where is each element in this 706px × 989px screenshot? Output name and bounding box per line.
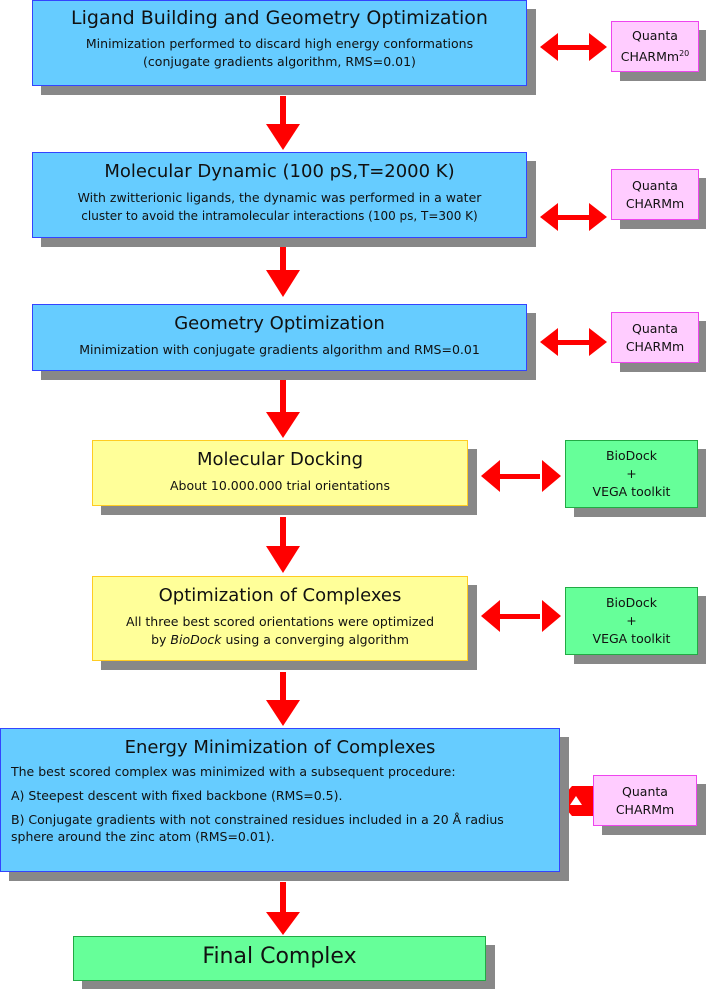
tool-name: CHARMm [625,195,685,211]
tool-name: Quanta [632,177,678,193]
tool-name: BioDock [605,448,658,463]
down-arrow-6 [266,882,300,935]
step-energy-minimization: Energy Minimization of Complexes The bes… [0,728,560,872]
double-arrow-4 [481,460,561,492]
desc-text: using a converging algorithm [221,632,409,647]
step-title: Molecular Dynamic (100 pS,T=2000 K) [104,161,455,182]
down-arrow-3 [266,380,300,438]
tool-name: BioDock [605,595,658,610]
step-ligand-building: Ligand Building and Geometry Optimizatio… [32,0,527,86]
step-molecular-docking: Molecular Docking About 10.000.000 trial… [92,440,468,506]
tool-name: VEGA toolkit [592,484,671,499]
tool-box-quanta-charmm: Quanta CHARMm [611,312,699,363]
down-arrow-2 [266,245,300,297]
tool-name-text: CHARMm [620,49,680,65]
tool-name: Quanta [632,320,678,336]
tool-plus: + [626,466,637,481]
step-desc-line: cluster to avoid the intramolecular inte… [81,209,478,223]
final-title: Final Complex [202,944,357,969]
down-arrow-4 [266,517,300,573]
step-desc-line: About 10.000.000 trial orientations [170,478,390,493]
step-desc-line: A) Steepest descent with fixed backbone … [11,788,343,803]
down-arrow-1 [266,96,300,150]
final-complex-box: Final Complex [73,936,486,981]
desc-text: by [151,632,171,647]
step-title: Energy Minimization of Complexes [124,737,436,758]
step-title: Ligand Building and Geometry Optimizatio… [71,7,488,29]
reference-superscript: 20 [679,48,690,58]
tool-name: CHARMm20 [621,45,690,66]
step-molecular-dynamic: Molecular Dynamic (100 pS,T=2000 K) With… [32,152,527,238]
tool-box-quanta-charmm: Quanta CHARMm [593,775,697,826]
tool-name: Quanta [622,783,668,799]
tool-name: VEGA toolkit [592,631,671,646]
step-title: Geometry Optimization [174,313,385,334]
step-geometry-optimization: Geometry Optimization Minimization with … [32,304,527,371]
double-arrow-3 [540,328,607,356]
step-desc-line: B) Conjugate gradients with not constrai… [11,812,504,844]
step-desc-line: The best scored complex was minimized wi… [11,764,456,779]
double-arrow-1 [540,33,607,61]
step-desc-line: (conjugate gradients algorithm, RMS=0.01… [143,54,416,69]
tool-box-biodock-vega: BioDock + VEGA toolkit [565,587,698,655]
step-desc-line: Minimization performed to discard high e… [85,36,474,51]
step-title: Optimization of Complexes [158,585,402,606]
tool-box-quanta-charmm: Quanta CHARMm20 [611,21,699,72]
software-name: BioDock [170,632,222,647]
step-desc-line: With zwitterionic ligands, the dynamic w… [77,190,482,205]
tool-box-biodock-vega: BioDock + VEGA toolkit [565,440,698,508]
tool-name: Quanta [632,27,678,43]
tool-box-quanta-charmm: Quanta CHARMm [611,169,699,220]
double-arrow-5 [481,600,561,632]
double-arrow-6-inner [570,796,582,805]
step-title: Molecular Docking [196,449,364,470]
step-desc-line: All three best scored orientations were … [125,614,435,629]
tool-plus: + [626,613,637,628]
down-arrow-5 [266,672,300,726]
double-arrow-2 [540,203,607,231]
step-desc-line: by BioDock using a converging algorithm [93,631,467,649]
tool-name: CHARMm [615,801,675,817]
step-optimization-of-complexes: Optimization of Complexes All three best… [92,576,468,661]
step-desc-line: Minimization with conjugate gradients al… [79,342,480,357]
tool-name: CHARMm [625,338,685,354]
